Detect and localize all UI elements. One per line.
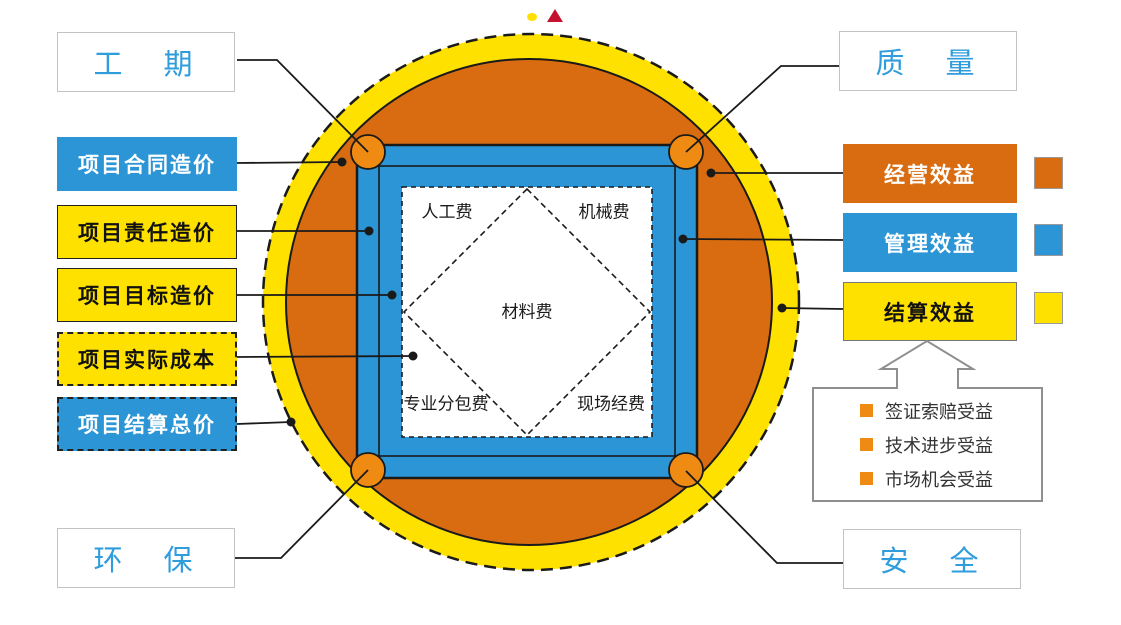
management-benefit-label: 管理效益 [884, 232, 976, 256]
label-box-safety: 安 全 [843, 529, 1021, 589]
right-box-settlement-benefit: 结算效益 [843, 282, 1017, 341]
legend-swatch-blue [1034, 224, 1063, 256]
safety-label: 安 全 [879, 546, 985, 578]
left-box-responsibility-price: 项目责任造价 [57, 205, 237, 259]
duration-label: 工 期 [93, 49, 199, 81]
left-box-settlement-total: 项目结算总价 [57, 397, 237, 451]
left-box-actual-cost: 项目实际成本 [57, 332, 237, 386]
benefit-callout-box: 签证索赔受益 技术进步受益 市场机会受益 [812, 387, 1043, 502]
connector-duration [237, 59, 369, 153]
connector-environment [235, 469, 369, 559]
dot-management-benefit [678, 234, 688, 244]
corner-node-bottom-left [350, 452, 386, 488]
site-cost-label: 现场经费 [577, 394, 645, 414]
benefit-item-label: 技术进步受益 [885, 435, 993, 456]
dot-target-price [387, 290, 397, 300]
subcontract-cost-label: 专业分包费 [403, 394, 489, 414]
settlement-benefit-label: 结算效益 [884, 301, 976, 325]
list-item: 签证索赔受益 [860, 398, 1041, 424]
environment-label: 环 保 [93, 545, 199, 577]
bullet-icon [860, 472, 873, 485]
list-item: 市场机会受益 [860, 466, 1041, 492]
machinery-cost-label: 机械费 [578, 202, 630, 222]
legend-swatch-orange [1034, 157, 1063, 189]
right-box-operating-benefit: 经营效益 [843, 144, 1017, 203]
dot-operating-benefit [706, 168, 716, 178]
actual-cost-label: 项目实际成本 [78, 349, 216, 372]
material-cost-label: 材料费 [501, 302, 553, 322]
connector-settlement-benefit [781, 307, 844, 310]
dot-contract-price [337, 157, 347, 167]
corner-node-top-left [350, 134, 386, 170]
quality-label: 质 量 [875, 48, 981, 80]
corner-node-top-right [668, 134, 704, 170]
dot-settlement-benefit [777, 303, 787, 313]
labor-cost-label: 人工费 [421, 202, 473, 222]
dot-settlement-total [286, 417, 296, 427]
target-price-label: 项目目标造价 [78, 285, 216, 308]
responsibility-price-label: 项目责任造价 [78, 222, 216, 245]
connector-quality [685, 65, 839, 153]
label-box-environment: 环 保 [57, 528, 235, 588]
legend-swatch-yellow [1034, 292, 1063, 324]
left-box-contract-price: 项目合同造价 [57, 137, 237, 191]
benefit-item-label: 签证索赔受益 [885, 401, 993, 422]
callout-arrow-icon [877, 339, 977, 389]
operating-benefit-label: 经营效益 [884, 163, 976, 187]
dot-responsibility-price [364, 226, 374, 236]
right-box-management-benefit: 管理效益 [843, 213, 1017, 272]
label-box-duration: 工 期 [57, 32, 235, 92]
bullet-icon [860, 438, 873, 451]
bullet-icon [860, 404, 873, 417]
label-box-quality: 质 量 [839, 31, 1017, 91]
corner-node-bottom-right [668, 452, 704, 488]
dot-actual-cost [408, 351, 418, 361]
left-box-target-price: 项目目标造价 [57, 268, 237, 322]
settlement-total-label: 项目结算总价 [78, 414, 216, 437]
list-item: 技术进步受益 [860, 432, 1041, 458]
connector-settlement-total [236, 421, 292, 425]
logo-triangle-icon [547, 9, 563, 22]
logo-dot-icon [527, 13, 537, 21]
connector-management-benefit [682, 238, 844, 241]
benefit-item-label: 市场机会受益 [885, 469, 993, 490]
connector-contract-price [236, 161, 343, 164]
contract-price-label: 项目合同造价 [78, 154, 216, 177]
connector-actual-cost [236, 355, 414, 358]
